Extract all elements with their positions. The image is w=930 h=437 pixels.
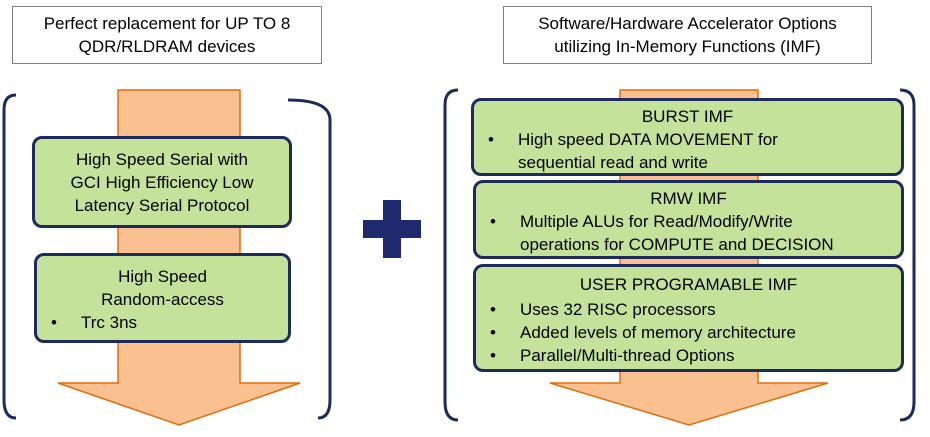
right-header-line1: Software/Hardware Accelerator Options — [538, 14, 837, 33]
plus-icon — [363, 200, 421, 258]
serial-protocol-line2: GCI High Efficiency Low — [70, 173, 254, 192]
left-header-line1: Perfect replacement for UP TO 8 — [43, 14, 291, 33]
rmw-imf-box: RMW IMF Multiple ALUs for Read/Modify/Wr… — [473, 180, 904, 259]
serial-protocol-line1: High Speed Serial with — [76, 150, 248, 169]
user-programable-bullet: Parallel/Multi-thread Options — [476, 344, 901, 367]
random-access-line2: Random-access — [101, 290, 224, 309]
random-access-line1: High Speed — [118, 267, 207, 286]
left-open-bracket — [2, 93, 17, 420]
user-programable-bullet: Uses 32 RISC processors — [476, 298, 901, 321]
burst-imf-title: BURST IMF — [641, 107, 734, 126]
left-header: Perfect replacement for UP TO 8 QDR/RLDR… — [12, 6, 322, 64]
user-programable-imf-box: USER PROGRAMABLE IMF Uses 32 RISC proces… — [473, 264, 904, 372]
serial-protocol-line3: Latency Serial Protocol — [74, 196, 250, 215]
random-access-bullet: Trc 3ns — [37, 311, 288, 334]
rmw-imf-title: RMW IMF — [650, 189, 727, 208]
rmw-imf-bullet: Multiple ALUs for Read/Modify/Write oper… — [476, 210, 901, 256]
user-programable-imf-title: USER PROGRAMABLE IMF — [579, 275, 798, 294]
random-access-box: High Speed Random-access Trc 3ns — [34, 253, 291, 343]
burst-imf-box: BURST IMF High speed DATA MOVEMENT for s… — [471, 98, 904, 176]
burst-imf-bullet: High speed DATA MOVEMENT for sequential … — [474, 128, 901, 174]
right-header-line2: utilizing In-Memory Functions (IMF) — [554, 37, 821, 56]
left-header-line2: QDR/RLDRAM devices — [78, 37, 256, 56]
right-open-bracket — [443, 88, 459, 422]
user-programable-bullet: Added levels of memory architecture — [476, 321, 901, 344]
right-header: Software/Hardware Accelerator Options ut… — [503, 6, 872, 64]
right-close-bracket — [899, 88, 916, 422]
burst-imf-bullet-line2: sequential read and write — [518, 153, 708, 172]
burst-imf-bullet-line1: High speed DATA MOVEMENT for — [518, 130, 778, 149]
rmw-imf-bullet-line1: Multiple ALUs for Read/Modify/Write — [520, 212, 793, 231]
serial-protocol-box: High Speed Serial with GCI High Efficien… — [32, 136, 292, 228]
left-close-bracket — [287, 98, 332, 420]
rmw-imf-bullet-line2: operations for COMPUTE and DECISION — [520, 235, 834, 254]
